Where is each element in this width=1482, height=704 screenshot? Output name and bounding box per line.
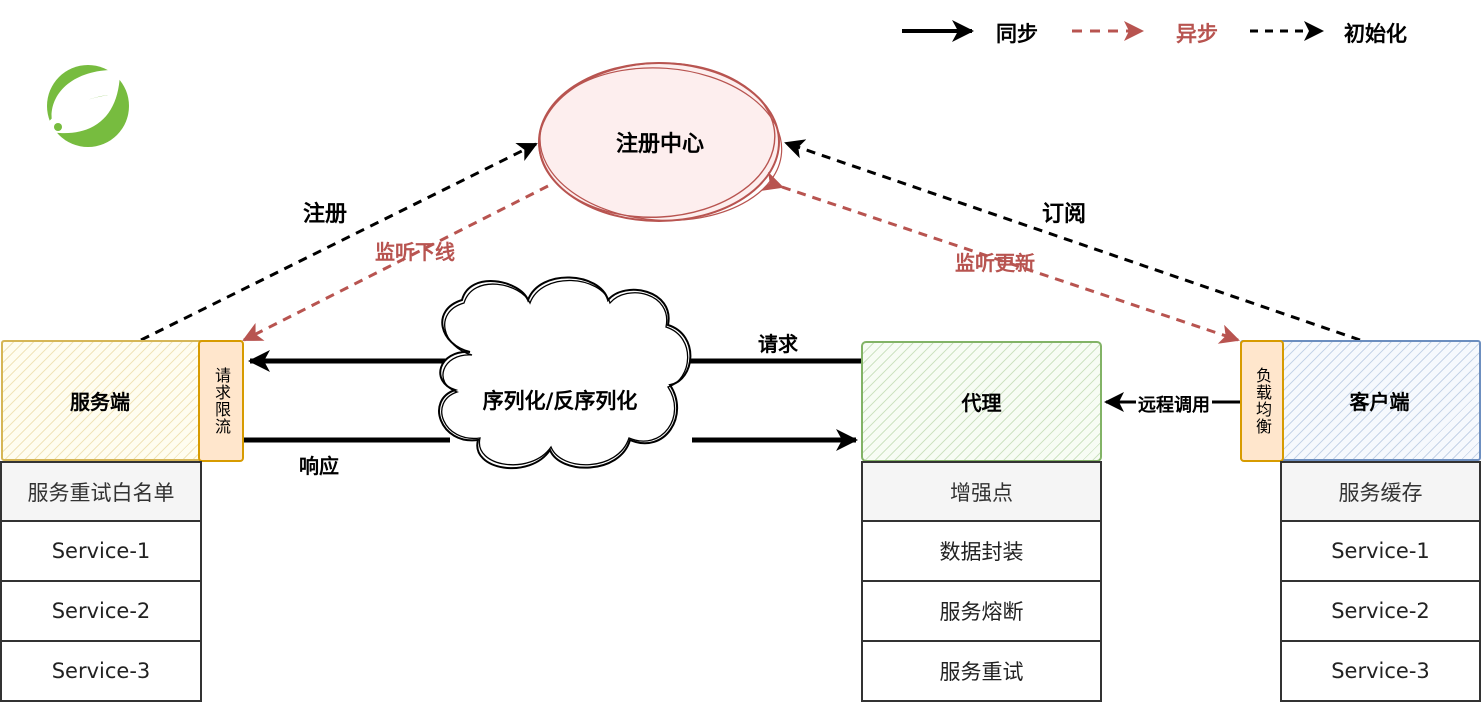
proxy-table-row: 服务熔断 bbox=[861, 580, 1102, 642]
request-label: 请求 bbox=[758, 332, 798, 356]
subscribe-label: 订阅 bbox=[1042, 202, 1087, 227]
client-load-balance-badge: 负载均衡 bbox=[1240, 340, 1284, 462]
serializer-cloud bbox=[438, 276, 692, 470]
server-table-row: Service-3 bbox=[0, 640, 202, 702]
client-title: 客户端 bbox=[1349, 390, 1410, 414]
listen-offline-edge bbox=[242, 184, 549, 342]
registry-ellipse bbox=[538, 62, 783, 222]
listen-offline-label: 监听下线 bbox=[375, 240, 455, 264]
response-label: 响应 bbox=[299, 454, 339, 478]
legend-init-label: 初始化 bbox=[1344, 22, 1407, 46]
serializer-label: 序列化/反序列化 bbox=[482, 389, 638, 413]
listen-update-label: 监听更新 bbox=[955, 251, 1035, 275]
proxy-table-header: 增强点 bbox=[861, 461, 1102, 522]
client-table-row: Service-1 bbox=[1280, 520, 1481, 582]
remote-call-label: 远程调用 bbox=[1136, 391, 1212, 417]
client-table-row: Service-3 bbox=[1280, 640, 1481, 702]
registry-label: 注册中心 bbox=[615, 132, 704, 157]
server-table-row: Service-2 bbox=[0, 580, 202, 642]
legend-async-label: 异步 bbox=[1176, 22, 1218, 46]
proxy-table-row: 服务重试 bbox=[861, 640, 1102, 702]
proxy-title: 代理 bbox=[961, 391, 1002, 415]
legend-sync-label: 同步 bbox=[996, 22, 1038, 46]
register-label: 注册 bbox=[303, 202, 348, 227]
server-badge-label: 请求限流 bbox=[212, 367, 231, 435]
server-table-row: Service-1 bbox=[0, 520, 202, 582]
server-rate-limit-badge: 请求限流 bbox=[198, 340, 244, 462]
proxy-table-row: 数据封装 bbox=[861, 520, 1102, 582]
proxy-node: 代理 bbox=[861, 341, 1102, 462]
server-title: 服务端 bbox=[70, 390, 130, 414]
server-table-header: 服务重试白名单 bbox=[0, 461, 202, 522]
client-badge-label: 负载均衡 bbox=[1253, 367, 1272, 435]
subscribe-edge bbox=[784, 139, 1361, 342]
client-table-row: Service-2 bbox=[1280, 580, 1481, 642]
listen-update-edge bbox=[761, 171, 1240, 344]
client-table-header: 服务缓存 bbox=[1280, 461, 1481, 522]
spring-leaf-icon bbox=[46, 65, 129, 147]
